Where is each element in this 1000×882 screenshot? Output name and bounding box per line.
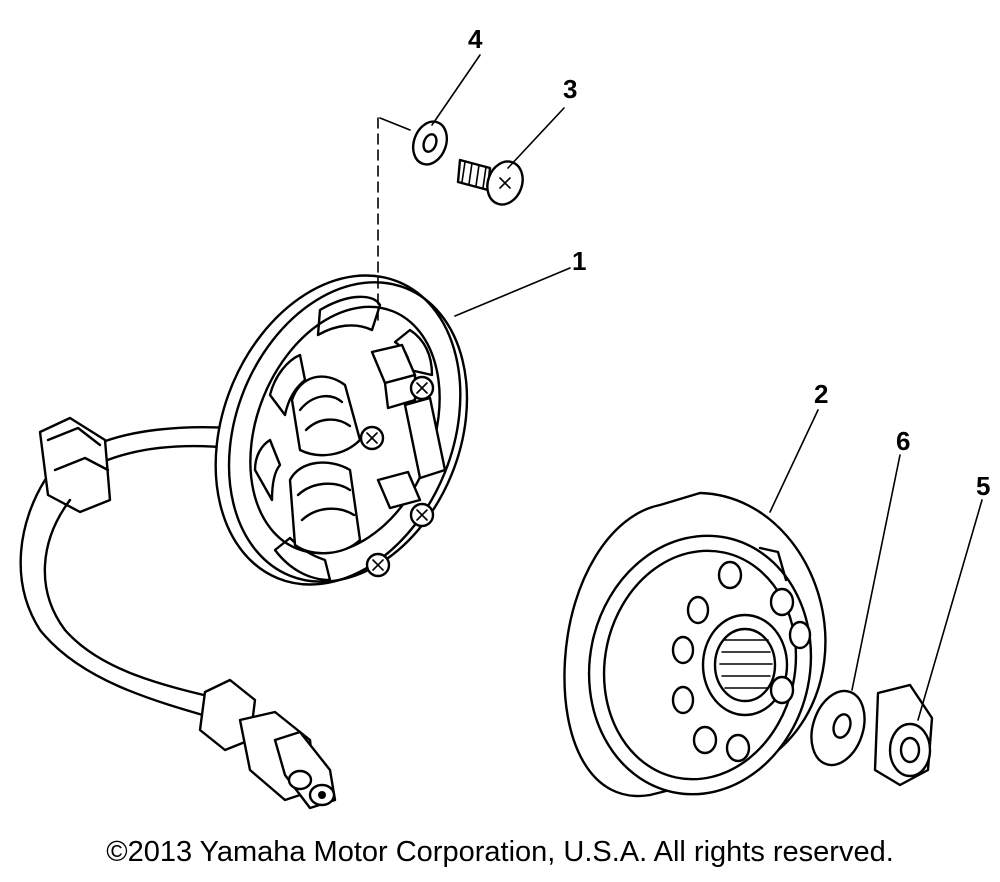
screw-part-3 bbox=[456, 158, 524, 206]
part-label-2: 2 bbox=[814, 379, 828, 409]
copyright-notice: ©2013 Yamaha Motor Corporation, U.S.A. A… bbox=[106, 836, 894, 868]
washer-part-4 bbox=[377, 117, 449, 321]
part-label-5: 5 bbox=[976, 471, 990, 501]
wire-harness bbox=[19, 416, 257, 752]
part-label-4: 4 bbox=[468, 24, 483, 54]
part-label-1: 1 bbox=[572, 246, 586, 276]
leader-lines bbox=[431, 54, 983, 721]
stator-assembly bbox=[214, 274, 469, 586]
rotor-flywheel bbox=[563, 491, 827, 798]
part-label-3: 3 bbox=[563, 74, 577, 104]
nut-part-5 bbox=[873, 683, 934, 787]
connector bbox=[238, 710, 337, 810]
part-label-6: 6 bbox=[896, 426, 910, 456]
part-number-labels: 4 3 1 2 6 5 bbox=[468, 24, 990, 501]
washer-part-6 bbox=[810, 689, 866, 767]
